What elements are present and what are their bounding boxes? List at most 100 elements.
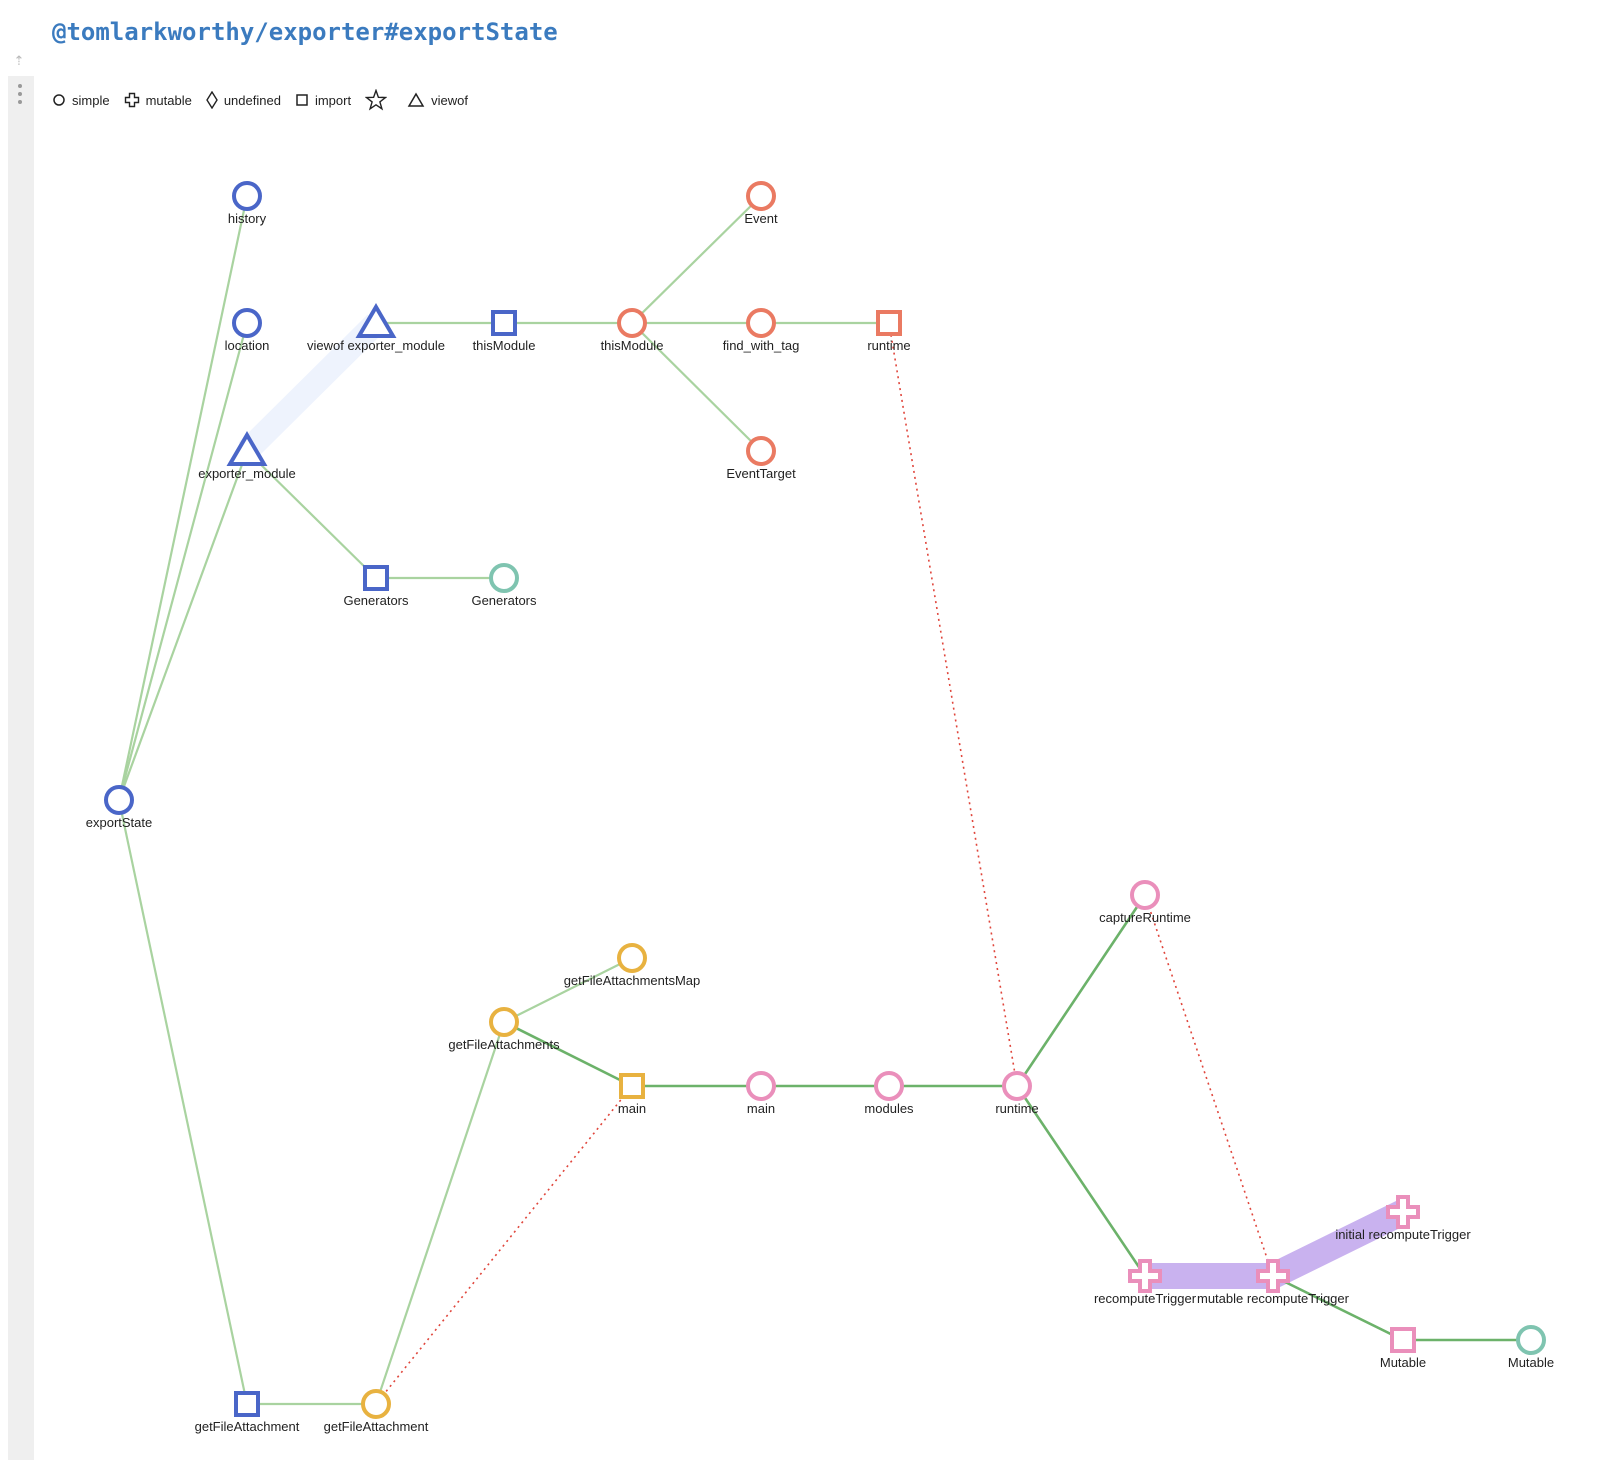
node-Event[interactable]: Event <box>744 181 778 226</box>
node-circle <box>489 1007 519 1037</box>
legend-simple-label: simple <box>72 92 110 108</box>
node-Generators_import[interactable]: Generators <box>343 565 409 608</box>
node-label: mutable recomputeTrigger <box>1197 1291 1350 1306</box>
node-label: exportState <box>86 815 153 830</box>
node-circle <box>1130 880 1160 910</box>
node-triangle <box>226 431 268 466</box>
edge-getFileAttachments-getFileAttachmentsMap <box>503 957 633 1023</box>
edge-exportState-location <box>117 322 249 801</box>
node-label: main <box>618 1101 646 1116</box>
node-label: main <box>747 1101 775 1116</box>
star-icon <box>365 89 388 111</box>
node-mutable_recomputeTrigger[interactable]: mutable recomputeTrigger <box>1197 1259 1350 1306</box>
node-thisModule_import[interactable]: thisModule <box>473 310 536 353</box>
node-layer: history location viewof exporter_module thi… <box>86 181 1554 1434</box>
diamond-icon <box>206 91 218 109</box>
node-label: EventTarget <box>726 466 796 481</box>
node-label: thisModule <box>601 338 664 353</box>
node-square <box>491 310 517 336</box>
edge-captureRuntime-mutable_recomputeTrigger <box>1144 894 1274 1277</box>
legend-import-label: import <box>314 92 352 108</box>
node-circle <box>361 1389 391 1419</box>
node-getFileAttachmentsMap[interactable]: getFileAttachmentsMap <box>564 943 701 988</box>
node-getFileAttachments[interactable]: getFileAttachments <box>448 1007 560 1052</box>
node-Mutable_import[interactable]: Mutable <box>1380 1327 1426 1370</box>
node-label: getFileAttachmentsMap <box>564 973 701 988</box>
node-label: viewof exporter_module <box>307 338 445 353</box>
pin-icon[interactable]: ⇡ <box>13 54 25 69</box>
node-label: initial recomputeTrigger <box>1335 1227 1471 1242</box>
node-label: getFileAttachment <box>324 1419 429 1434</box>
triangle-icon <box>407 92 425 107</box>
edge-runtime_import-runtime <box>888 322 1018 1087</box>
edge-exporter_module-Generators_import <box>246 450 377 579</box>
node-circle <box>617 943 647 973</box>
legend-viewof-label: viewof <box>431 92 468 108</box>
cell-menu-icon[interactable] <box>13 84 27 108</box>
node-Generators[interactable]: Generators <box>471 563 537 608</box>
node-getFileAttachment_import[interactable]: getFileAttachment <box>195 1391 300 1434</box>
node-exportState[interactable]: exportState <box>86 785 153 830</box>
highlight-mutable_recomputeTrigger-initial_recomputeTrigger <box>1267 1200 1409 1288</box>
node-location[interactable]: location <box>225 308 270 353</box>
node-circle <box>232 308 262 338</box>
node-recomputeTrigger[interactable]: recomputeTrigger <box>1094 1259 1197 1306</box>
edge-mutable_recomputeTrigger-Mutable_import <box>1272 1274 1404 1342</box>
node-label: location <box>225 338 270 353</box>
node-main[interactable]: main <box>746 1071 776 1116</box>
circle-icon <box>53 94 65 106</box>
edge-main_import-getFileAttachment <box>375 1085 633 1405</box>
node-modules[interactable]: modules <box>864 1071 914 1116</box>
legend-mutable-label: mutable <box>145 92 192 108</box>
node-cross <box>1386 1195 1420 1229</box>
node-history[interactable]: history <box>228 181 267 226</box>
node-initial_recomputeTrigger[interactable]: initial recomputeTrigger <box>1335 1195 1471 1242</box>
node-label: Event <box>744 211 778 226</box>
node-circle <box>1002 1071 1032 1101</box>
node-EventTarget[interactable]: EventTarget <box>726 436 796 481</box>
edge-getFileAttachment-getFileAttachments <box>374 1021 506 1405</box>
node-Mutable[interactable]: Mutable <box>1508 1325 1554 1370</box>
node-find_with_tag[interactable]: find_with_tag <box>723 308 800 353</box>
node-label: getFileAttachments <box>448 1037 560 1052</box>
edge-thisModule-Event <box>631 195 762 324</box>
node-label: Generators <box>343 593 409 608</box>
node-thisModule[interactable]: thisModule <box>601 308 664 353</box>
legend-import: import <box>295 93 351 108</box>
node-main_import[interactable]: main <box>618 1073 646 1116</box>
node-square <box>234 1391 260 1417</box>
node-label: Mutable <box>1380 1355 1426 1370</box>
node-runtime_import[interactable]: runtime <box>867 310 911 353</box>
highlight-layer <box>238 314 1409 1289</box>
node-circle <box>746 308 776 338</box>
node-label: modules <box>864 1101 914 1116</box>
node-square <box>876 310 902 336</box>
square-icon <box>296 94 308 106</box>
node-cross <box>1256 1259 1290 1293</box>
node-circle <box>746 1071 776 1101</box>
node-label: getFileAttachment <box>195 1419 300 1434</box>
legend: simple mutable undefined import viewof <box>52 88 482 112</box>
node-exporter_module[interactable]: exporter_module <box>198 431 296 481</box>
node-label: captureRuntime <box>1099 910 1191 925</box>
node-getFileAttachment[interactable]: getFileAttachment <box>324 1389 429 1434</box>
node-runtime[interactable]: runtime <box>995 1071 1039 1116</box>
node-square <box>363 565 389 591</box>
cell-gutter <box>8 76 34 1460</box>
edge-layer <box>117 195 1531 1406</box>
node-label: thisModule <box>473 338 536 353</box>
edge-runtime-captureRuntime <box>1015 894 1147 1087</box>
node-triangle <box>355 303 397 338</box>
edge-exportState-exporter_module <box>117 450 249 801</box>
edge-getFileAttachments-main_import <box>503 1020 633 1088</box>
legend-undefined: undefined <box>206 91 281 109</box>
node-captureRuntime[interactable]: captureRuntime <box>1099 880 1191 925</box>
edge-thisModule-EventTarget <box>631 322 762 452</box>
node-circle <box>617 308 647 338</box>
node-cross <box>1128 1259 1162 1293</box>
node-viewof_exporter_module[interactable]: viewof exporter_module <box>307 303 445 353</box>
node-circle <box>1516 1325 1546 1355</box>
legend-star <box>365 89 393 111</box>
legend-mutable: mutable <box>124 92 192 108</box>
